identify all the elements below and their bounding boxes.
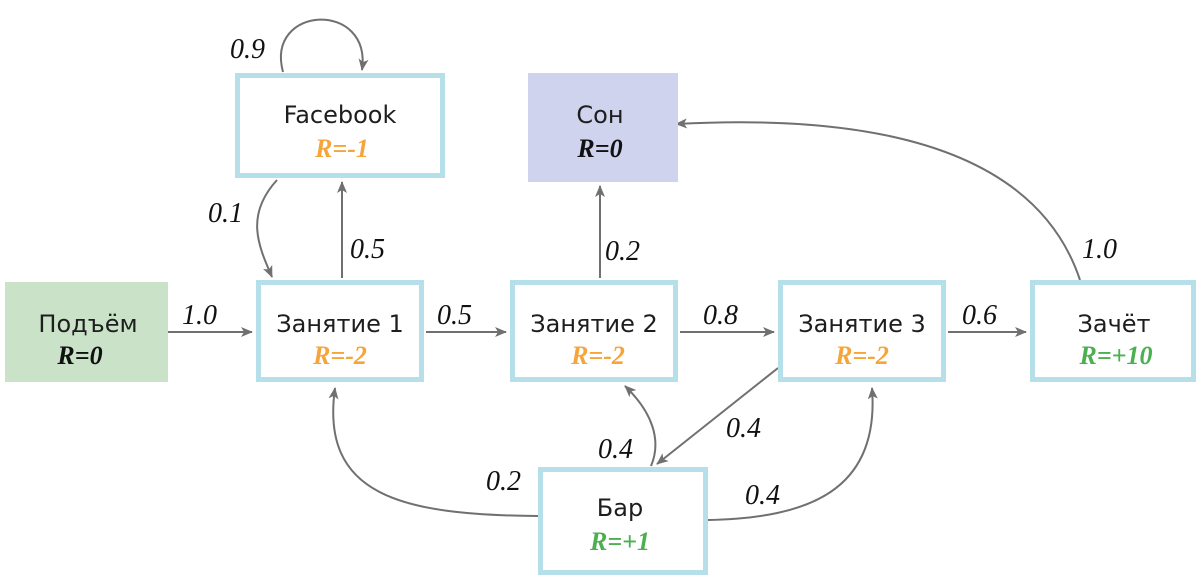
node-reward: R=0 — [576, 134, 622, 163]
node-z2: Занятие 2 R=-2 — [510, 280, 678, 382]
prob-bar-z3: 0.4 — [745, 480, 780, 511]
node-reward: R=-1 — [314, 134, 369, 163]
edge-bar-z2 — [624, 385, 657, 467]
node-reward: R=-2 — [570, 341, 625, 370]
node-name: Зачёт — [1077, 310, 1150, 338]
prob-podem-z1: 1.0 — [182, 300, 217, 331]
node-podem: Подъём R=0 — [5, 282, 168, 382]
node-bar: Бар R=+1 — [538, 467, 708, 575]
edge-bar-z1 — [328, 387, 539, 517]
prob-z1-z2: 0.5 — [437, 300, 472, 331]
node-z1: Занятие 1 R=-2 — [256, 280, 424, 382]
node-name: Занятие 3 — [798, 310, 925, 338]
node-reward: R=+10 — [1079, 341, 1153, 370]
prob-z2-son: 0.2 — [605, 236, 640, 267]
node-reward: R=0 — [56, 341, 102, 370]
prob-z1-facebook: 0.5 — [350, 234, 385, 265]
node-reward: R=-2 — [312, 341, 367, 370]
prob-bar-z2: 0.4 — [598, 434, 633, 465]
prob-z2-z3: 0.8 — [703, 300, 738, 331]
node-name: Занятие 2 — [530, 310, 657, 338]
prob-z3-bar: 0.4 — [726, 413, 761, 444]
prob-bar-z1: 0.2 — [486, 466, 521, 497]
edge-facebook-self — [280, 18, 369, 73]
prob-zachet-son: 1.0 — [1082, 234, 1117, 265]
prob-z3-zachet: 0.6 — [962, 300, 997, 331]
edge-z3-bar — [656, 367, 779, 465]
edge-zachet-son — [675, 118, 1081, 281]
node-son: Сон R=0 — [528, 73, 678, 182]
edge-facebook-z1 — [256, 179, 278, 278]
node-name: Сон — [576, 101, 623, 129]
node-name: Занятие 1 — [276, 310, 403, 338]
node-name: Бар — [597, 494, 643, 522]
node-name: Подъём — [38, 310, 137, 338]
node-z3: Занятие 3 R=-2 — [778, 280, 946, 382]
node-reward: R=-2 — [834, 341, 889, 370]
prob-facebook-self: 0.9 — [230, 34, 265, 65]
node-name: Facebook — [284, 101, 397, 129]
node-reward: R=+1 — [589, 527, 650, 556]
prob-facebook-z1: 0.1 — [208, 198, 243, 229]
node-facebook: Facebook R=-1 — [235, 73, 445, 178]
edge-bar-z3 — [707, 387, 878, 521]
node-zachet: Зачёт R=+10 — [1030, 280, 1196, 382]
